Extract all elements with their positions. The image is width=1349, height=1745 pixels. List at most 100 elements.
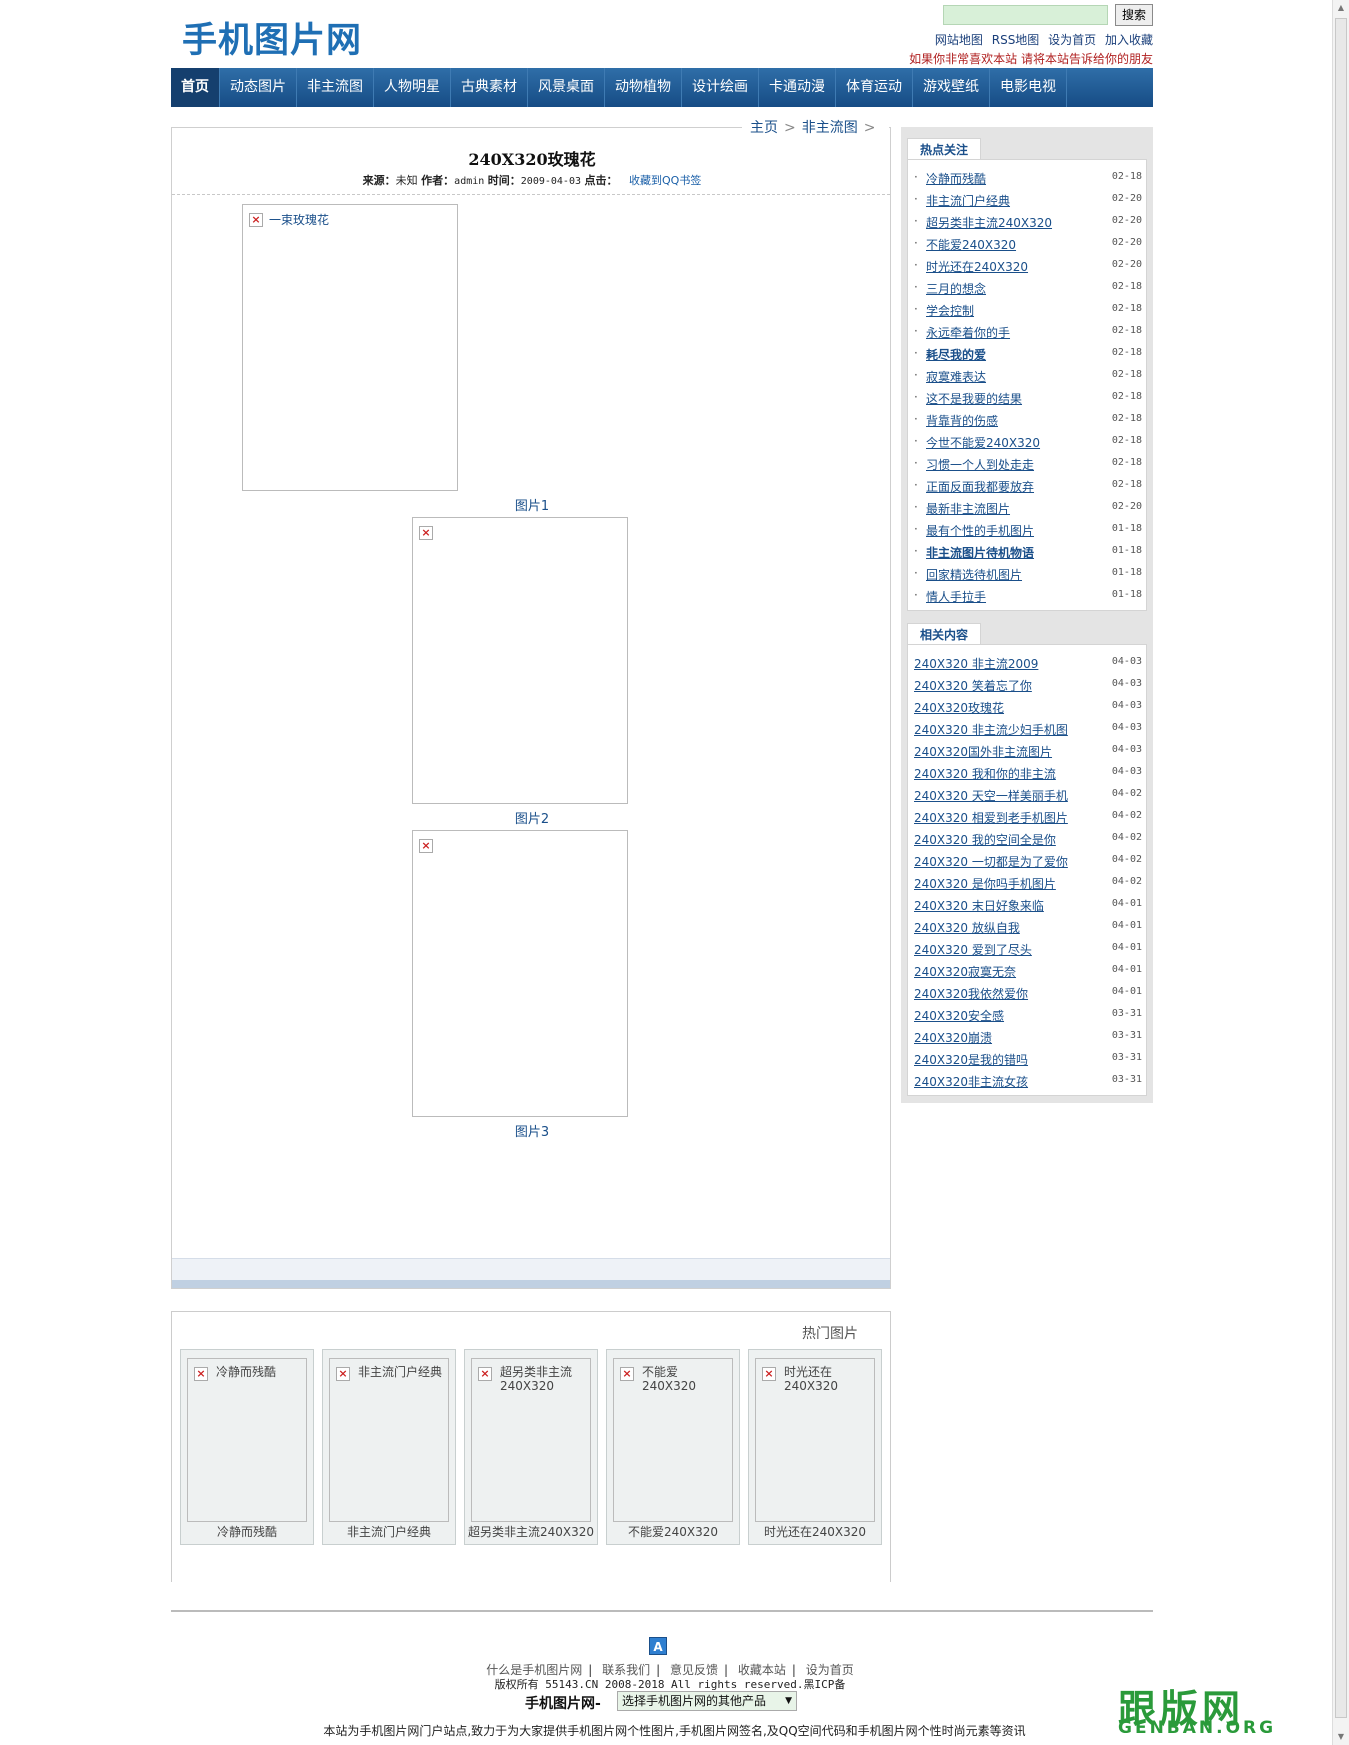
hot-focus-tab[interactable]: 热点关注 [907,138,982,160]
sidebar-item-link[interactable]: 情人手拉手 [926,590,987,604]
sidebar-item-link[interactable]: 240X320我依然爱你 [914,987,1029,1001]
hot-image[interactable]: ×超另类非主流240X320 [471,1358,591,1522]
sidebar-item-link[interactable]: 240X320 我和你的非主流 [914,767,1056,781]
sidebar-item-link[interactable]: 240X320 非主流2009 [914,657,1039,671]
nav-item[interactable]: 人物明星 [374,68,451,107]
hot-image-card[interactable]: ×冷静而残酷冷静而残酷 [180,1349,314,1545]
hot-image[interactable]: ×冷静而残酷 [187,1358,307,1522]
hot-image[interactable]: ×时光还在240X320 [755,1358,875,1522]
sidebar-item-link[interactable]: 240X320 天空一样美丽手机 [914,789,1068,803]
sidebar-item-link[interactable]: 回家精选待机图片 [926,568,1023,582]
related-content-tab[interactable]: 相关内容 [907,623,982,645]
search-button[interactable]: 搜索 [1115,4,1153,26]
article-image-2[interactable]: × [412,517,628,804]
sidebar-item-link[interactable]: 习惯一个人到处走走 [926,458,1035,472]
article-image-1[interactable]: × 一束玫瑰花 [242,204,458,491]
sidebar-list-item[interactable]: 最有个性的手机图片·01-18 [914,519,1142,541]
sidebar-item-link[interactable]: 240X320 相爱到老手机图片 [914,811,1068,825]
footer-link-feedback[interactable]: 意见反馈 [669,1663,718,1677]
sidebar-item-link[interactable]: 非主流图片待机物语 [926,546,1035,560]
hot-image-label[interactable]: 不能爱240X320 [627,1525,719,1539]
sidebar-item-link[interactable]: 耗尽我的爱 [926,348,987,362]
sidebar-list-item[interactable]: 这不是我要的结果·02-18 [914,387,1142,409]
hot-image-card[interactable]: ×超另类非主流240X320 超另类非主流240X320 [464,1349,598,1545]
sidebar-item-link[interactable]: 240X320 一切都是为了爱你 [914,855,1068,869]
sidebar-list-item[interactable]: 时光还在240X320·02-20 [914,255,1142,277]
sidebar-item-link[interactable]: 240X320崩溃 [914,1031,993,1045]
sidebar-item-link[interactable]: 240X320是我的错吗 [914,1053,1029,1067]
footer-link-about[interactable]: 什么是手机图片网 [486,1663,583,1677]
nav-item[interactable]: 动物植物 [605,68,682,107]
sidebar-list-item[interactable]: 情人手拉手·01-18 [914,585,1142,607]
qq-bookmark-link[interactable]: 收藏到QQ书签 [629,174,702,187]
sidebar-item-link[interactable]: 240X320非主流女孩 [914,1075,1029,1089]
scroll-down-icon[interactable]: ▼ [1337,1732,1345,1741]
breadcrumb-section[interactable]: 非主流图 [801,120,858,136]
nav-item[interactable]: 设计绘画 [682,68,759,107]
sidebar-list-item[interactable]: 正面反面我都要放弃·02-18 [914,475,1142,497]
rss-map-link[interactable]: RSS地图 [991,33,1040,47]
sidebar-list-item[interactable]: 非主流门户经典·02-20 [914,189,1142,211]
sidebar-list-item[interactable]: 永远牵着你的手·02-18 [914,321,1142,343]
hot-image-card[interactable]: ×时光还在240X320 时光还在240X320 [748,1349,882,1545]
set-homepage-link[interactable]: 设为首页 [1048,33,1097,47]
sidebar-item-link[interactable]: 时光还在240X320 [926,260,1029,274]
hot-image-label[interactable]: 冷静而残酷 [216,1525,277,1539]
sidebar-item-link[interactable]: 冷静而残酷 [926,172,987,186]
sidebar-item-link[interactable]: 正面反面我都要放弃 [926,480,1035,494]
sidebar-item-link[interactable]: 超另类非主流240X320 [926,216,1053,230]
footer-link-homepage[interactable]: 设为首页 [805,1663,854,1677]
sidebar-item-link[interactable]: 240X320 是你吗手机图片 [914,877,1056,891]
sidebar-item-link[interactable]: 240X320 笑着忘了你 [914,679,1032,693]
sidebar-item-link[interactable]: 非主流门户经典 [926,194,1011,208]
footer-link-contact[interactable]: 联系我们 [602,1663,651,1677]
search-input[interactable] [943,5,1108,25]
sidebar-item-link[interactable]: 240X320国外非主流图片 [914,745,1053,759]
sitemap-link[interactable]: 网站地图 [934,33,983,47]
sidebar-list-item[interactable]: 学会控制·02-18 [914,299,1142,321]
sidebar-item-link[interactable]: 不能爱240X320 [926,238,1017,252]
sidebar-item-link[interactable]: 240X320 爱到了尽头 [914,943,1032,957]
scrollbar-thumb[interactable] [1335,18,1347,1718]
site-product-select[interactable]: 选择手机图片网的其他产品 ▼ [617,1691,797,1711]
sidebar-item-link[interactable]: 最新非主流图片 [926,502,1011,516]
site-logo[interactable]: 手机图片网 [182,21,363,61]
nav-item[interactable]: 非主流图 [297,68,374,107]
sidebar-item-link[interactable]: 240X320玫瑰花 [914,701,1005,715]
sidebar-item-link[interactable]: 背靠背的伤感 [926,414,999,428]
sidebar-item-link[interactable]: 240X320 末日好象来临 [914,899,1044,913]
sidebar-list-item[interactable]: 非主流图片待机物语·01-18 [914,541,1142,563]
sidebar-item-link[interactable]: 寂寞难表达 [926,370,987,384]
sidebar-item-link[interactable]: 今世不能爱240X320 [926,436,1041,450]
article-image-3[interactable]: × [412,830,628,1117]
nav-item-home[interactable]: 首页 [171,68,220,107]
nav-item[interactable]: 电影电视 [990,68,1067,107]
nav-item[interactable]: 风景桌面 [528,68,605,107]
sidebar-list-item[interactable]: 不能爱240X320·02-20 [914,233,1142,255]
hot-image-label[interactable]: 时光还在240X320 [763,1525,867,1539]
sidebar-item-link[interactable]: 240X320 放纵自我 [914,921,1020,935]
add-favorite-link[interactable]: 加入收藏 [1104,33,1153,47]
sidebar-list-item[interactable]: 最新非主流图片·02-20 [914,497,1142,519]
nav-item[interactable]: 古典素材 [451,68,528,107]
breadcrumb-home[interactable]: 主页 [750,120,778,136]
sidebar-list-item[interactable]: 三月的想念·02-18 [914,277,1142,299]
nav-item[interactable]: 游戏壁纸 [913,68,990,107]
vertical-scrollbar[interactable]: ▲ ▼ [1332,0,1349,1745]
hot-image-label[interactable]: 超另类非主流240X320 [467,1525,595,1539]
footer-link-favorite[interactable]: 收藏本站 [737,1663,786,1677]
